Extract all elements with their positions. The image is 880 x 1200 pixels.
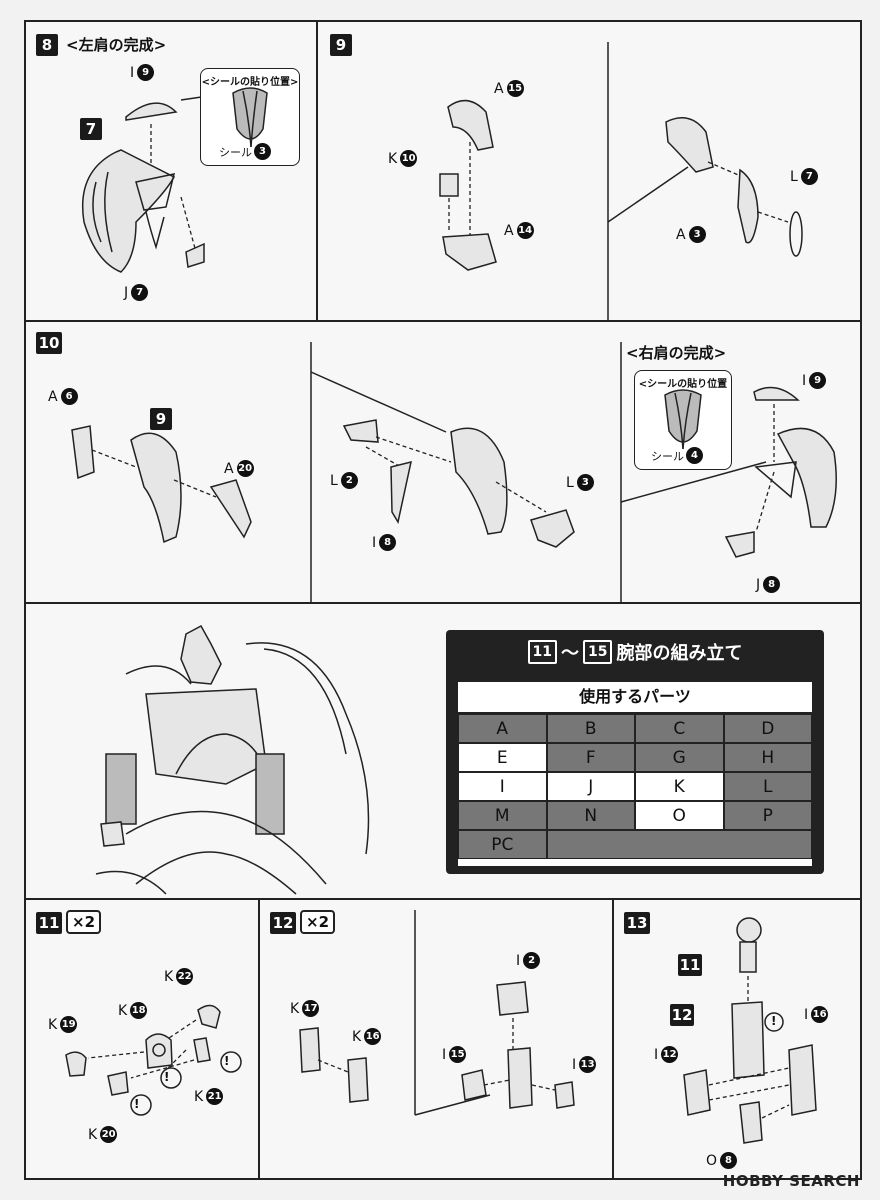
parts-table-subtitle: 使用するパーツ: [458, 682, 812, 714]
step-9-illustration: [439, 42, 803, 324]
parts-cell: M: [458, 801, 547, 830]
parts-cell: D: [723, 714, 812, 743]
step-10-title: <右肩の完成>: [626, 344, 727, 362]
parts-cell: E: [458, 743, 547, 772]
seal-4-diagram: [664, 389, 702, 450]
arm-assembly-overview-illustration: [95, 624, 370, 895]
step-11-illustration: [65, 1004, 242, 1116]
range-separator: 〜: [561, 643, 579, 664]
parts-cell: F: [546, 743, 635, 772]
step-8-title: <左肩の完成>: [66, 36, 167, 54]
seal-heading: <シールの貼り位置>: [201, 77, 299, 88]
parts-cell: I: [458, 772, 547, 801]
step-13-subassembly-11: 11: [678, 954, 702, 976]
parts-cell: P: [723, 801, 812, 830]
step-12-illustration: [299, 910, 575, 1116]
left-shoulder-illustration: [81, 93, 223, 273]
step-10-illustration: [71, 342, 837, 606]
parts-cell-empty: [546, 830, 812, 859]
parts-table-title: 腕部の組み立て: [616, 643, 743, 664]
range-start-step: 11: [527, 640, 557, 664]
step-12-quantity: ×2: [300, 910, 336, 934]
parts-cell: A: [458, 714, 547, 743]
parts-cell: H: [723, 743, 812, 772]
step-13-illustration: [683, 917, 817, 1144]
range-end-step: 15: [583, 640, 613, 664]
parts-table-header: 11 〜 15 腕部の組み立て: [446, 630, 824, 674]
step-9-number: 9: [330, 34, 352, 56]
parts-cell: G: [635, 743, 724, 772]
parts-cell: N: [546, 801, 635, 830]
parts-cell: C: [635, 714, 724, 743]
step-8-subassembly-7: 7: [80, 118, 102, 140]
parts-cell: PC: [458, 830, 547, 859]
step-10-subassembly-9: 9: [150, 408, 172, 430]
parts-cell: L: [723, 772, 812, 801]
step-10-number: 10: [36, 332, 62, 354]
parts-cell: J: [546, 772, 635, 801]
seal-3-diagram: [232, 87, 268, 148]
step-13-subassembly-12: 12: [670, 1004, 694, 1026]
caution-mark: !: [134, 1097, 140, 1111]
step-8-number: 8: [36, 34, 58, 56]
caution-mark: !: [164, 1070, 170, 1084]
step-11-quantity: ×2: [66, 910, 102, 934]
parts-cell: O: [635, 801, 724, 830]
caution-mark: !: [771, 1014, 777, 1028]
caution-mark: !: [224, 1054, 230, 1068]
step-12-number: 12: [270, 912, 296, 934]
step-13-number: 13: [624, 912, 650, 934]
parts-cell: B: [546, 714, 635, 743]
parts-cell: K: [635, 772, 724, 801]
step-11-number: 11: [36, 912, 62, 934]
watermark: HOBBY SEARCH: [722, 1172, 860, 1190]
